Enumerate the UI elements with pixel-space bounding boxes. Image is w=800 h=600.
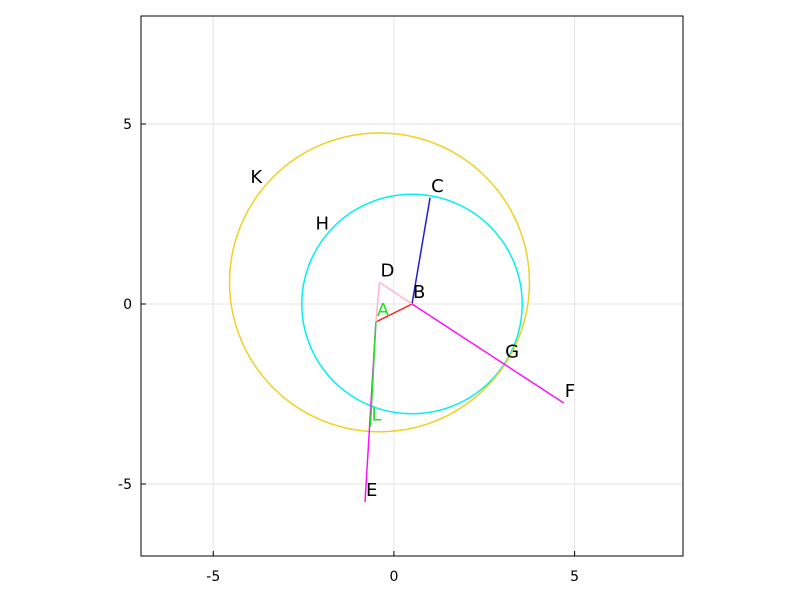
- point-label-C: C: [431, 176, 444, 197]
- segment-0: [411, 197, 431, 305]
- point-labels: A B C D E F G H K L: [250, 167, 575, 501]
- circle-gold: [228, 132, 531, 433]
- y-tick-label: 5: [123, 117, 132, 133]
- plot-frame: [140, 15, 684, 557]
- circle-cyan: [301, 193, 523, 415]
- axis-ticks: -5 0 5 -5 0 5: [118, 117, 579, 585]
- point-label-D: D: [380, 260, 394, 281]
- point-label-E: E: [366, 480, 377, 501]
- point-label-H: H: [315, 214, 329, 235]
- point-label-F: F: [565, 381, 575, 402]
- y-tick-label: -5: [118, 477, 132, 493]
- point-label-K: K: [250, 167, 263, 188]
- segment-2: [375, 303, 413, 323]
- x-tick-label: 5: [570, 569, 579, 585]
- segment-1: [411, 303, 565, 404]
- x-tick-label: 0: [389, 569, 398, 585]
- point-label-A: A: [377, 300, 390, 321]
- segment-4: [379, 281, 413, 305]
- y-tick-label: 0: [123, 297, 132, 313]
- point-label-B: B: [413, 282, 425, 303]
- segment-6: [369, 321, 377, 427]
- x-tick-label: -5: [206, 569, 220, 585]
- point-label-G: G: [505, 341, 519, 362]
- point-label-L: L: [371, 404, 381, 425]
- segment-3: [375, 282, 381, 323]
- geometry-shapes: [228, 132, 565, 503]
